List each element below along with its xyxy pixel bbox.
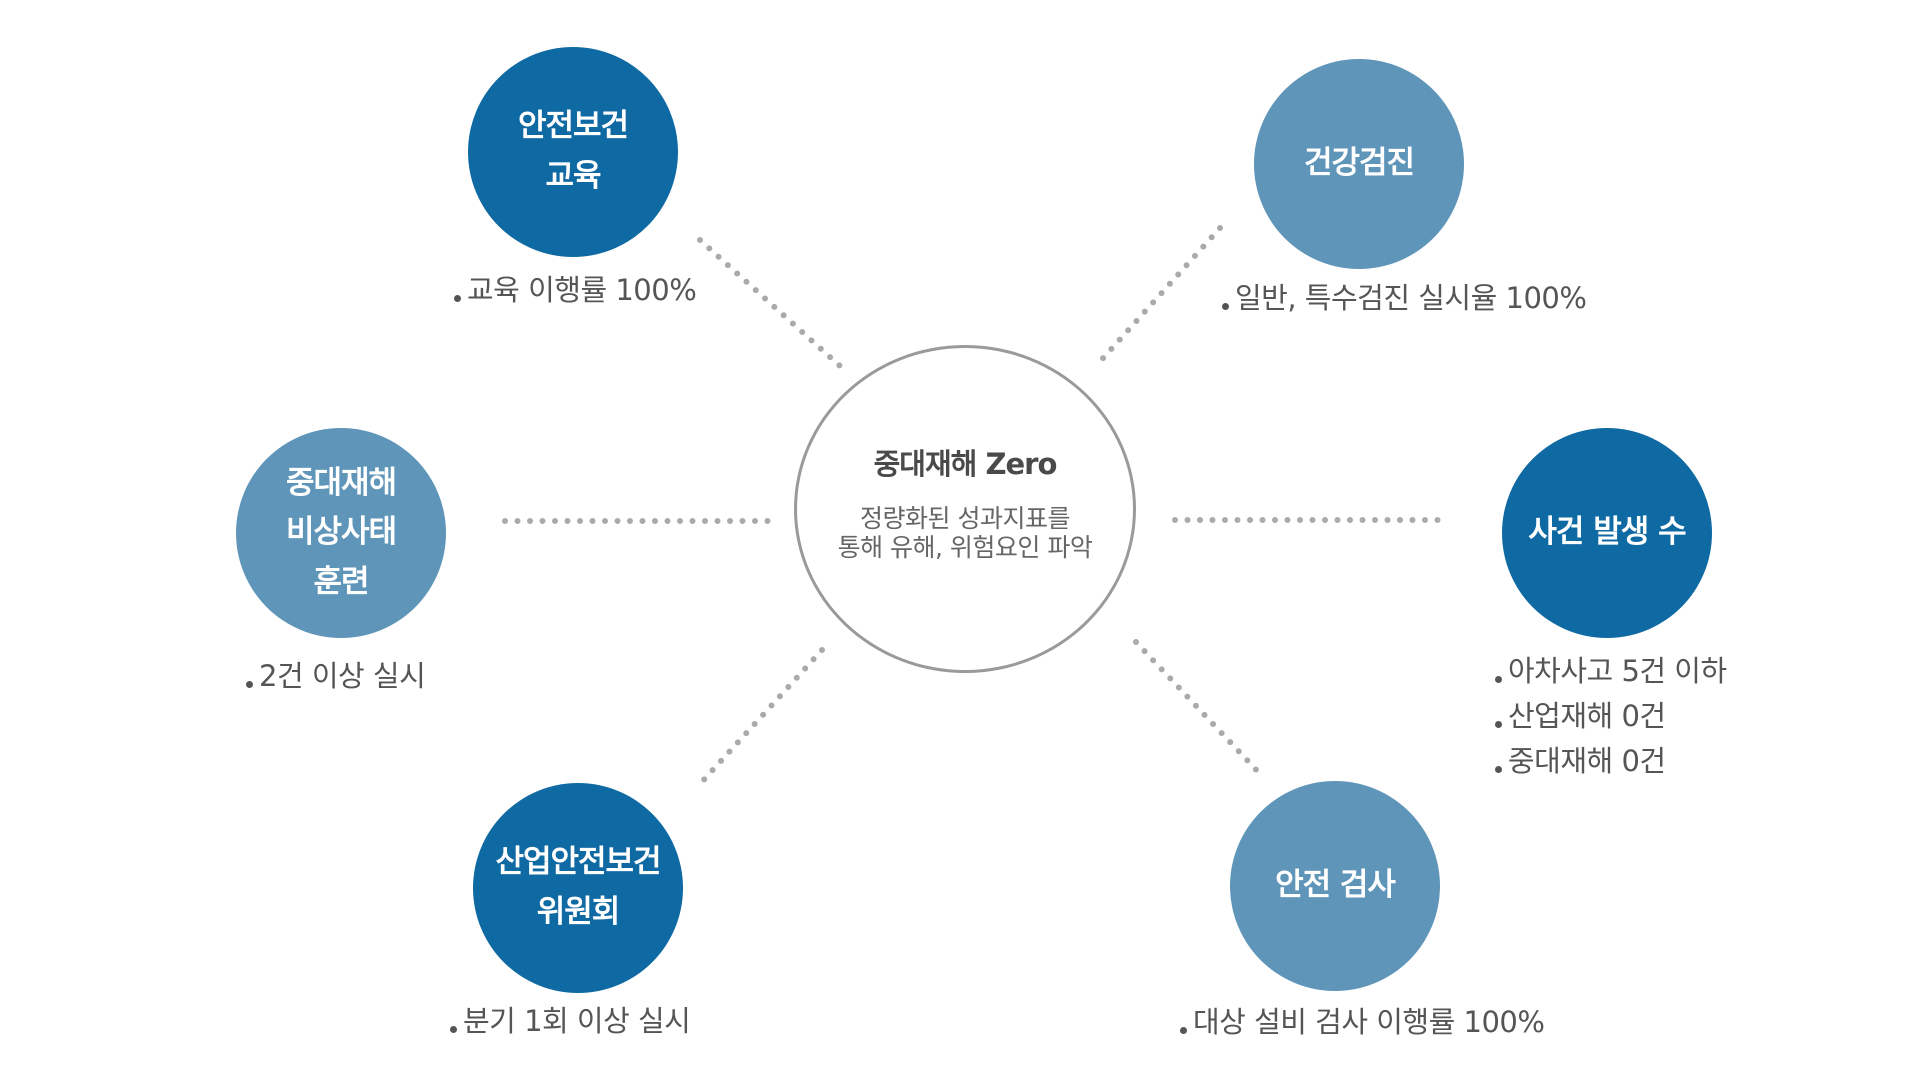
bullet-text: 중대재해 0건 [1508,744,1666,778]
connector-safety-committee [697,647,825,787]
center-title: 중대재해 Zero [873,447,1058,482]
list-item: 교육 이행률 100% [454,268,697,313]
list-item: 일반, 특수검진 실시율 100% [1222,276,1587,321]
node-safety-education: 안전보건 교육 [468,47,678,257]
list-item: 산업재해 0건 [1495,694,1727,739]
bullets-safety-committee: 분기 1회 이상 실시 [450,999,691,1044]
connector-health-checkup [1093,225,1223,369]
bullet-text: 교육 이행률 100% [467,273,697,307]
bullets-safety-inspection: 대상 설비 검사 이행률 100% [1180,1000,1545,1045]
bullets-safety-education: 교육 이행률 100% [454,268,697,313]
bullet-dot-icon [1180,1027,1187,1034]
bullets-health-checkup: 일반, 특수검진 실시율 100% [1222,276,1587,321]
node-label-line: 훈련 [313,563,369,600]
bullet-dot-icon [454,295,461,302]
bullet-text: 2건 이상 실시 [259,659,426,693]
center-node: 중대재해 Zero 정량화된 성과지표를 통해 유해, 위험요인 파악 [794,345,1136,673]
bullets-emergency-drill: 2건 이상 실시 [246,654,426,699]
bullet-text: 분기 1회 이상 실시 [463,1004,691,1038]
node-safety-committee: 산업안전보건 위원회 [473,783,683,993]
list-item: 아차사고 5건 이하 [1495,649,1727,694]
node-label-line: 비상사태 [285,514,397,551]
connector-safety-inspection [1133,639,1265,779]
center-subtitle-line: 통해 유해, 위험요인 파악 [837,533,1093,562]
bullet-dot-icon [1495,721,1502,728]
bullet-text: 대상 설비 검사 이행률 100% [1193,1005,1545,1039]
node-safety-inspection: 안전 검사 [1230,781,1440,991]
list-item: 2건 이상 실시 [246,654,426,699]
list-item: 대상 설비 검사 이행률 100% [1180,1000,1545,1045]
center-subtitle-line: 정량화된 성과지표를 [860,504,1070,534]
bullet-dot-icon [450,1026,457,1033]
node-health-checkup: 건강검진 [1254,59,1464,269]
bullet-dot-icon [1495,676,1502,683]
node-label-line: 안전 검사 [1275,867,1396,904]
bullet-text: 산업재해 0건 [1508,699,1666,733]
node-label-line: 안전보건 [517,108,629,145]
node-emergency-drill: 중대재해 비상사태 훈련 [236,428,446,638]
node-label-line: 위원회 [536,894,621,930]
bullet-dot-icon [1495,766,1502,773]
list-item: 중대재해 0건 [1495,739,1727,784]
center-subtitle: 정량화된 성과지표를 통해 유해, 위험요인 파악 [837,504,1093,563]
node-label-line: 산업안전보건 [495,844,661,881]
bullet-dot-icon [1222,303,1229,310]
node-label-line: 사건 발생 수 [1528,514,1686,551]
bullets-incident-count: 아차사고 5건 이하 산업재해 0건 중대재해 0건 [1495,649,1727,784]
node-incident-count: 사건 발생 수 [1502,428,1712,638]
bullet-text: 아차사고 5건 이하 [1508,654,1727,688]
node-label-line: 중대재해 [285,464,397,501]
node-label-line: 건강검진 [1303,145,1415,182]
list-item: 분기 1회 이상 실시 [450,999,691,1044]
bullet-dot-icon [246,681,253,688]
node-label-line: 교육 [545,158,601,194]
connector-safety-education [697,237,843,369]
bullet-text: 일반, 특수검진 실시율 100% [1235,281,1587,315]
